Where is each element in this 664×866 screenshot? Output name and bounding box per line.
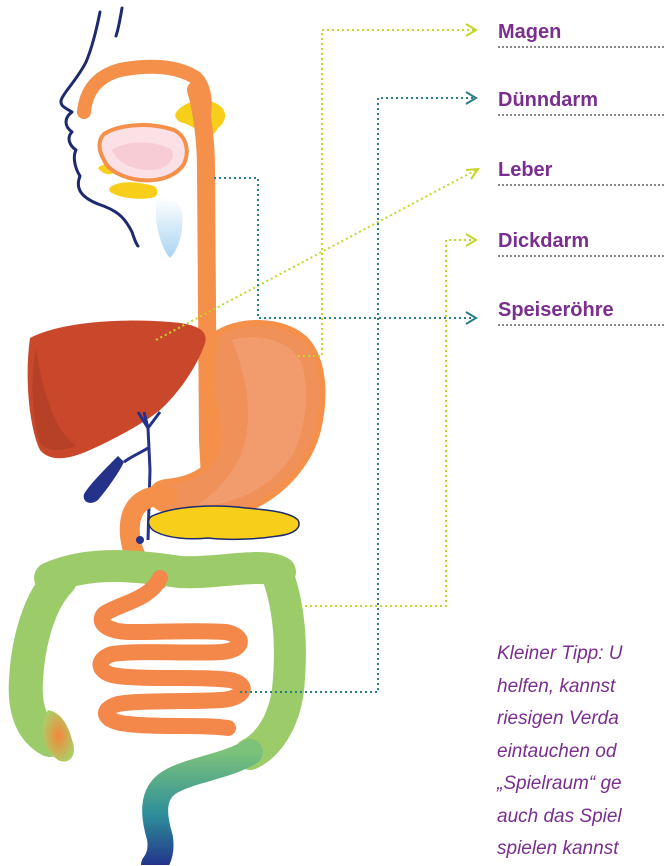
ampulla xyxy=(136,536,144,544)
label-dickdarm: Dickdarm xyxy=(498,229,664,253)
salivary-gland-lower xyxy=(109,182,157,199)
esophagus xyxy=(196,90,210,478)
trachea xyxy=(156,198,182,258)
label-leber-underline xyxy=(498,184,664,186)
tip-line: eintauchen od xyxy=(497,736,664,769)
leader-speiseroehre xyxy=(214,178,474,318)
label-leber: Leber xyxy=(498,158,664,182)
cystic-duct xyxy=(124,448,148,462)
label-speiseroehre: Speiseröhre xyxy=(498,298,664,322)
pancreas xyxy=(149,506,300,539)
leader-dickdarm xyxy=(300,240,474,606)
tip-line: auch das Spiel xyxy=(497,801,664,834)
tip-text: Kleiner Tipp: U helfen, kannst riesigen … xyxy=(497,638,664,866)
label-duenndarm: Dünndarm xyxy=(498,88,664,112)
label-magen-underline xyxy=(498,46,664,48)
tip-line: Kleiner Tipp: U xyxy=(497,638,664,671)
tip-line: helfen, kannst xyxy=(497,671,664,704)
label-dickdarm-underline xyxy=(498,255,664,257)
leader-magen xyxy=(298,30,474,356)
tip-line: riesigen Verda xyxy=(497,703,664,736)
rectum xyxy=(154,752,250,865)
gallbladder xyxy=(84,456,124,503)
label-duenndarm-underline xyxy=(498,114,664,116)
tip-line: „Spielraum“ ge xyxy=(497,768,664,801)
ear-outline xyxy=(116,8,122,36)
small-intestine xyxy=(101,578,243,728)
label-magen: Magen xyxy=(498,20,664,44)
label-speiseroehre-underline xyxy=(498,324,664,326)
leader-leber-arrow xyxy=(466,169,478,179)
tip-line: spielen kannst xyxy=(497,833,664,866)
colon-descending xyxy=(250,576,290,754)
